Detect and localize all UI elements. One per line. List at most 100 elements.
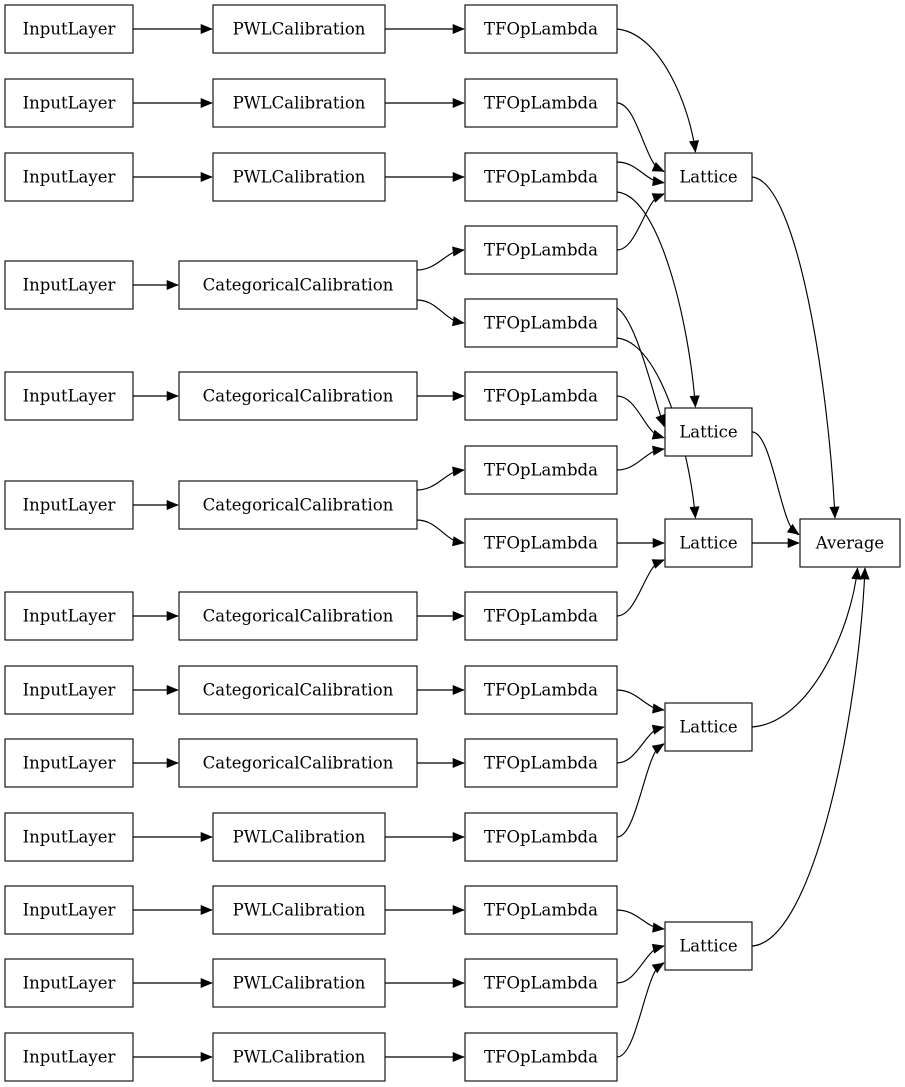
node-inputlayer[interactable]: InputLayer (4, 371, 134, 421)
node-tfoplambda[interactable]: TFOpLambda (464, 665, 618, 715)
node-box[interactable] (664, 921, 753, 971)
node-inputlayer[interactable]: InputLayer (4, 480, 134, 530)
node-pwlcalibration[interactable]: PWLCalibration (212, 152, 386, 202)
node-tfoplambda[interactable]: TFOpLambda (464, 1032, 618, 1082)
node-box[interactable] (664, 518, 753, 568)
node-lattice[interactable]: Lattice (664, 407, 753, 457)
node-box[interactable] (4, 480, 134, 530)
node-box[interactable] (464, 665, 618, 715)
node-tfoplambda[interactable]: TFOpLambda (464, 225, 618, 275)
node-pwlcalibration[interactable]: PWLCalibration (212, 958, 386, 1008)
node-lattice[interactable]: Lattice (664, 152, 753, 202)
node-categoricalcalibration[interactable]: CategoricalCalibration (178, 371, 418, 421)
node-categoricalcalibration[interactable]: CategoricalCalibration (178, 665, 418, 715)
node-box[interactable] (4, 958, 134, 1008)
node-box[interactable] (212, 885, 386, 935)
node-box[interactable] (464, 78, 618, 128)
node-pwlcalibration[interactable]: PWLCalibration (212, 78, 386, 128)
node-box[interactable] (4, 665, 134, 715)
node-box[interactable] (212, 1032, 386, 1082)
node-box[interactable] (464, 298, 618, 348)
node-inputlayer[interactable]: InputLayer (4, 738, 134, 788)
node-box[interactable] (664, 407, 753, 457)
node-tfoplambda[interactable]: TFOpLambda (464, 591, 618, 641)
node-box[interactable] (4, 152, 134, 202)
edge-tf5-to-lat3 (616, 337, 697, 519)
node-box[interactable] (464, 812, 618, 862)
node-inputlayer[interactable]: InputLayer (4, 1032, 134, 1082)
node-box[interactable] (4, 591, 134, 641)
node-box[interactable] (464, 958, 618, 1008)
node-inputlayer[interactable]: InputLayer (4, 665, 134, 715)
node-tfoplambda[interactable]: TFOpLambda (464, 518, 618, 568)
node-box[interactable] (178, 371, 418, 421)
node-tfoplambda[interactable]: TFOpLambda (464, 885, 618, 935)
node-box[interactable] (212, 812, 386, 862)
node-box[interactable] (178, 665, 418, 715)
node-box[interactable] (4, 78, 134, 128)
node-inputlayer[interactable]: InputLayer (4, 812, 134, 862)
node-box[interactable] (178, 260, 418, 310)
node-tfoplambda[interactable]: TFOpLambda (464, 371, 618, 421)
node-box[interactable] (178, 738, 418, 788)
node-box[interactable] (212, 958, 386, 1008)
edge-arrowhead (651, 943, 665, 954)
node-box[interactable] (212, 78, 386, 128)
edge-arrowhead (452, 171, 465, 183)
node-tfoplambda[interactable]: TFOpLambda (464, 812, 618, 862)
node-lattice[interactable]: Lattice (664, 921, 753, 971)
node-inputlayer[interactable]: InputLayer (4, 78, 134, 128)
node-inputlayer[interactable]: InputLayer (4, 152, 134, 202)
node-inputlayer[interactable]: InputLayer (4, 4, 134, 54)
node-categoricalcalibration[interactable]: CategoricalCalibration (178, 738, 418, 788)
node-box[interactable] (178, 591, 418, 641)
node-box[interactable] (664, 152, 753, 202)
node-box[interactable] (4, 885, 134, 935)
node-box[interactable] (464, 738, 618, 788)
node-box[interactable] (464, 445, 618, 495)
node-box[interactable] (464, 4, 618, 54)
node-box[interactable] (799, 518, 901, 568)
node-tfoplambda[interactable]: TFOpLambda (464, 958, 618, 1008)
node-box[interactable] (464, 371, 618, 421)
node-pwlcalibration[interactable]: PWLCalibration (212, 1032, 386, 1082)
node-box[interactable] (464, 1032, 618, 1082)
node-inputlayer[interactable]: InputLayer (4, 885, 134, 935)
node-tfoplambda[interactable]: TFOpLambda (464, 152, 618, 202)
node-box[interactable] (464, 518, 618, 568)
node-tfoplambda[interactable]: TFOpLambda (464, 78, 618, 128)
node-lattice[interactable]: Lattice (664, 518, 753, 568)
node-label: PWLCalibration (233, 1048, 366, 1067)
node-pwlcalibration[interactable]: PWLCalibration (212, 812, 386, 862)
node-lattice[interactable]: Lattice (664, 702, 753, 752)
node-box[interactable] (212, 4, 386, 54)
node-label: TFOpLambda (484, 1048, 598, 1067)
node-categoricalcalibration[interactable]: CategoricalCalibration (178, 480, 418, 530)
node-box[interactable] (4, 260, 134, 310)
node-box[interactable] (464, 885, 618, 935)
node-box[interactable] (4, 4, 134, 54)
node-box[interactable] (212, 152, 386, 202)
node-box[interactable] (4, 738, 134, 788)
node-tfoplambda[interactable]: TFOpLambda (464, 4, 618, 54)
node-tfoplambda[interactable]: TFOpLambda (464, 738, 618, 788)
node-inputlayer[interactable]: InputLayer (4, 958, 134, 1008)
node-tfoplambda[interactable]: TFOpLambda (464, 298, 618, 348)
node-categoricalcalibration[interactable]: CategoricalCalibration (178, 591, 418, 641)
node-tfoplambda[interactable]: TFOpLambda (464, 445, 618, 495)
node-average[interactable]: Average (799, 518, 901, 568)
node-box[interactable] (464, 225, 618, 275)
node-box[interactable] (4, 812, 134, 862)
node-box[interactable] (464, 152, 618, 202)
node-box[interactable] (664, 702, 753, 752)
node-box[interactable] (464, 591, 618, 641)
node-inputlayer[interactable]: InputLayer (4, 591, 134, 641)
node-inputlayer[interactable]: InputLayer (4, 260, 134, 310)
node-box[interactable] (4, 1032, 134, 1082)
edge-arrowhead (651, 162, 665, 172)
node-box[interactable] (4, 371, 134, 421)
node-categoricalcalibration[interactable]: CategoricalCalibration (178, 260, 418, 310)
node-pwlcalibration[interactable]: PWLCalibration (212, 4, 386, 54)
node-pwlcalibration[interactable]: PWLCalibration (212, 885, 386, 935)
node-box[interactable] (178, 480, 418, 530)
